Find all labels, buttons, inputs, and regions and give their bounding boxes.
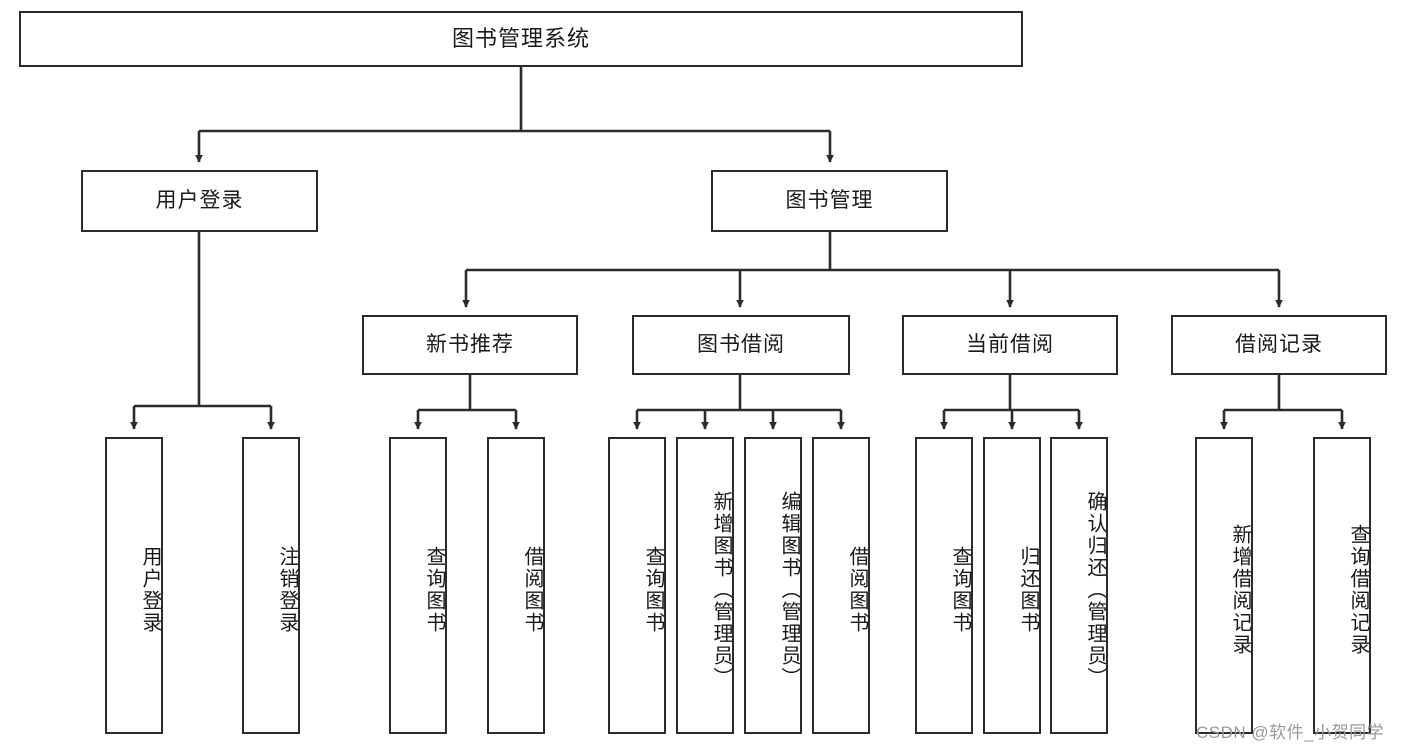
node-book-borrow-label: 图书借阅 (697, 333, 785, 357)
node-leaf-query-book-2-label: 查询图书 (642, 545, 664, 634)
node-leaf-add-book[interactable]: 新增图书（管理员） (676, 437, 734, 734)
node-leaf-query-record-label: 查询借阅记录 (1347, 523, 1369, 656)
node-book-manage-label: 图书管理 (785, 189, 874, 213)
node-user-login[interactable]: 用户登录 (81, 170, 318, 232)
node-borrow-record-label: 借阅记录 (1235, 333, 1323, 357)
node-leaf-return-book[interactable]: 归还图书 (983, 437, 1041, 734)
node-user-login-label: 用户登录 (155, 189, 244, 213)
node-leaf-borrow-book-2[interactable]: 借阅图书 (812, 437, 870, 734)
node-leaf-edit-book-label: 编辑图书（管理员） (778, 490, 800, 689)
node-leaf-query-book-1[interactable]: 查询图书 (389, 437, 447, 734)
node-leaf-edit-book[interactable]: 编辑图书（管理员） (744, 437, 802, 734)
node-leaf-query-book-3-label: 查询图书 (949, 545, 971, 634)
node-book-manage[interactable]: 图书管理 (711, 170, 948, 232)
node-leaf-confirm-return-label: 确认归还（管理员） (1084, 490, 1106, 689)
node-leaf-add-record[interactable]: 新增借阅记录 (1195, 437, 1253, 734)
node-leaf-query-book-2[interactable]: 查询图书 (608, 437, 666, 734)
node-leaf-confirm-return[interactable]: 确认归还（管理员） (1050, 437, 1108, 734)
node-leaf-user-login[interactable]: 用户登录 (105, 437, 163, 734)
node-leaf-borrow-book-2-label: 借阅图书 (846, 545, 868, 634)
node-leaf-add-record-label: 新增借阅记录 (1229, 523, 1251, 656)
node-leaf-query-record[interactable]: 查询借阅记录 (1313, 437, 1371, 734)
node-leaf-add-book-label: 新增图书（管理员） (710, 490, 732, 689)
node-book-borrow[interactable]: 图书借阅 (632, 315, 850, 375)
node-new-book-recommend-label: 新书推荐 (426, 333, 514, 357)
node-leaf-borrow-book-1[interactable]: 借阅图书 (487, 437, 545, 734)
node-leaf-query-book-1-label: 查询图书 (423, 545, 445, 634)
node-leaf-user-login-label: 用户登录 (139, 545, 161, 634)
node-leaf-return-book-label: 归还图书 (1017, 545, 1039, 634)
node-leaf-user-logout-label: 注销登录 (276, 545, 298, 634)
node-leaf-user-logout[interactable]: 注销登录 (242, 437, 300, 734)
node-current-borrow-label: 当前借阅 (966, 333, 1054, 357)
node-leaf-borrow-book-1-label: 借阅图书 (521, 545, 543, 634)
node-root[interactable]: 图书管理系统 (19, 11, 1023, 67)
node-new-book-recommend[interactable]: 新书推荐 (362, 315, 578, 375)
node-leaf-query-book-3[interactable]: 查询图书 (915, 437, 973, 734)
node-borrow-record[interactable]: 借阅记录 (1171, 315, 1387, 375)
node-current-borrow[interactable]: 当前借阅 (902, 315, 1118, 375)
csdn-watermark: CSDN @软件_小贺同学 (1196, 723, 1385, 742)
node-root-label: 图书管理系统 (451, 25, 590, 51)
